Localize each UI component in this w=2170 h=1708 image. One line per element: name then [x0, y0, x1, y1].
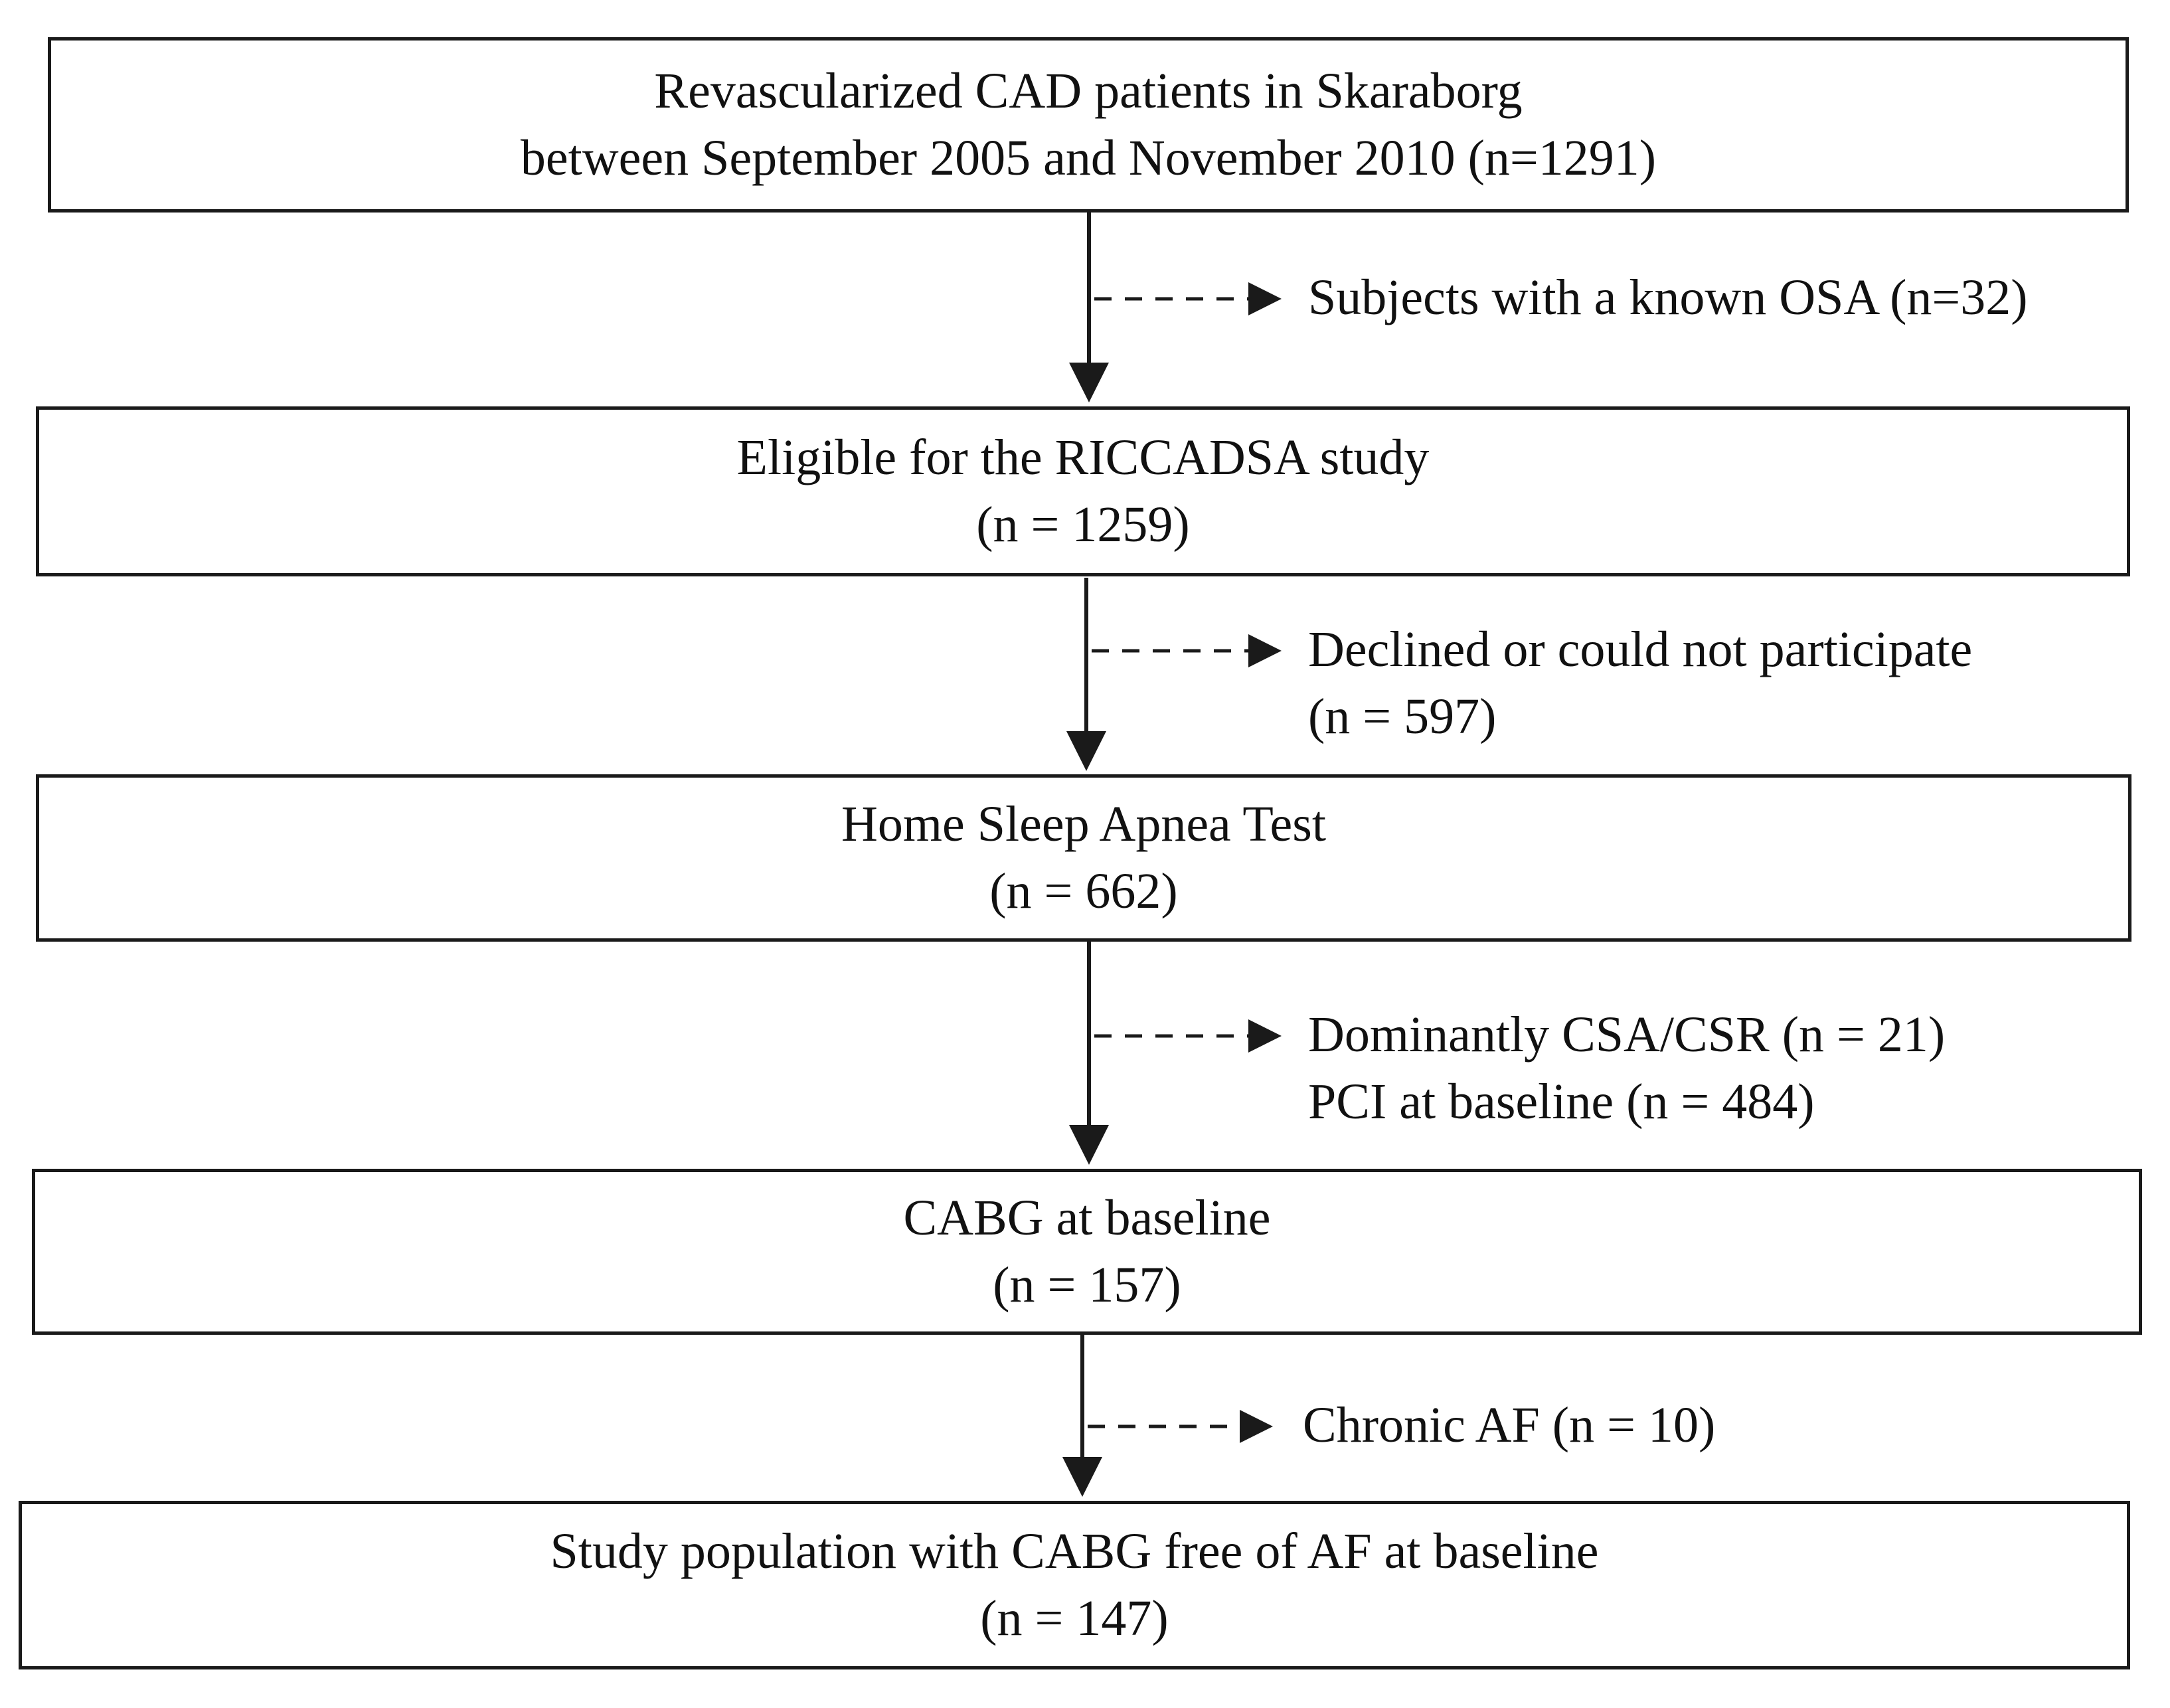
exclusion-1-line-1: Subjects with a known OSA (n=32)	[1308, 270, 2028, 325]
exclusion-chronic-af: Chronic AF (n = 10)	[1303, 1392, 1715, 1459]
box-cabg-at-baseline: CABG at baseline (n = 157)	[32, 1169, 2142, 1335]
box-2-line-2: (n = 1259)	[976, 497, 1190, 553]
box-2-line-1: Eligible for the RICCADSA study	[736, 429, 1430, 485]
box-5-line-1: Study population with CABG free of AF at…	[550, 1523, 1599, 1579]
exclusion-csa-pci: Dominantly CSA/CSR (n = 21) PCI at basel…	[1308, 1001, 1945, 1136]
exclusion-2-line-1: Declined or could not participate	[1308, 622, 1973, 677]
exclusion-3-line-1: Dominantly CSA/CSR (n = 21)	[1308, 1007, 1946, 1063]
exclusion-declined: Declined or could not participate (n = 5…	[1308, 616, 1972, 750]
box-4-line-1: CABG at baseline	[903, 1189, 1271, 1246]
exclusion-4-line-1: Chronic AF (n = 10)	[1303, 1397, 1716, 1453]
box-3-line-2: (n = 662)	[989, 863, 1178, 919]
exclusion-known-osa: Subjects with a known OSA (n=32)	[1308, 264, 2028, 331]
box-3-line-1: Home Sleep Apnea Test	[841, 796, 1326, 852]
box-1-line-2: between September 2005 and November 2010…	[520, 130, 1657, 186]
box-4-line-2: (n = 157)	[993, 1257, 1181, 1313]
box-eligible-riccadsa: Eligible for the RICCADSA study (n = 125…	[36, 406, 2130, 576]
box-study-population: Study population with CABG free of AF at…	[19, 1501, 2130, 1669]
box-revascularized-patients: Revascularized CAD patients in Skaraborg…	[48, 37, 2129, 213]
box-5-line-2: (n = 147)	[980, 1590, 1169, 1646]
box-home-sleep-apnea-test: Home Sleep Apnea Test (n = 662)	[36, 774, 2131, 942]
box-1-line-1: Revascularized CAD patients in Skaraborg	[654, 62, 1523, 119]
exclusion-2-line-2: (n = 597)	[1308, 689, 1497, 745]
exclusion-3-line-2: PCI at baseline (n = 484)	[1308, 1074, 1815, 1130]
